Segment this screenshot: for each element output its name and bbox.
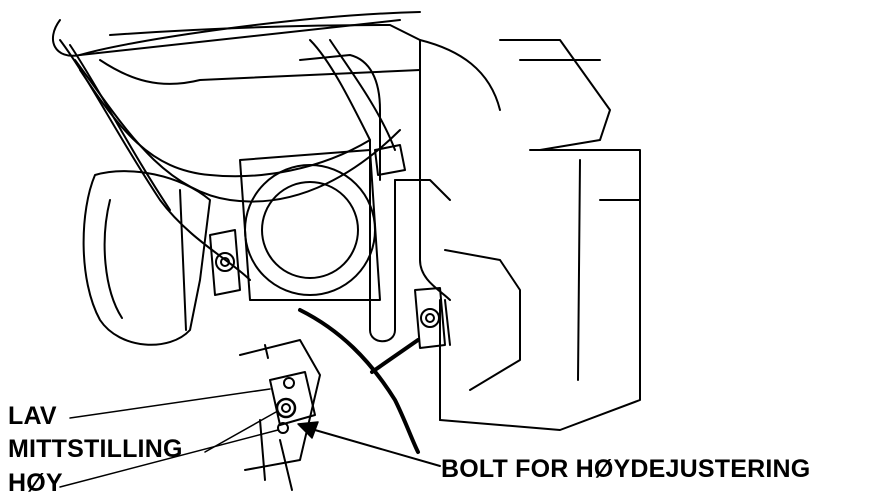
label-low: LAV (8, 402, 57, 430)
indicator-curve (298, 308, 420, 454)
left-wheel-housing (82, 170, 211, 346)
leader-low (69, 388, 271, 419)
bolt-arrow (297, 421, 441, 467)
right-bracket (414, 287, 451, 349)
height-adjust-plate (239, 339, 321, 491)
control-cables (59, 39, 401, 281)
engine-block (439, 149, 641, 431)
label-high: HØY (8, 469, 63, 497)
label-middle: MITTSTILLING (8, 435, 183, 463)
label-bolt-height-adjust: BOLT FOR HØYDEJUSTERING (441, 455, 811, 483)
vertical-pipes (309, 39, 451, 343)
top-frame-tubes (51, 11, 611, 181)
arrowhead-icon (297, 421, 319, 439)
leader-high (59, 429, 279, 488)
air-filter-housing (239, 149, 381, 301)
leader-lines (59, 388, 279, 488)
left-bracket (209, 229, 241, 296)
